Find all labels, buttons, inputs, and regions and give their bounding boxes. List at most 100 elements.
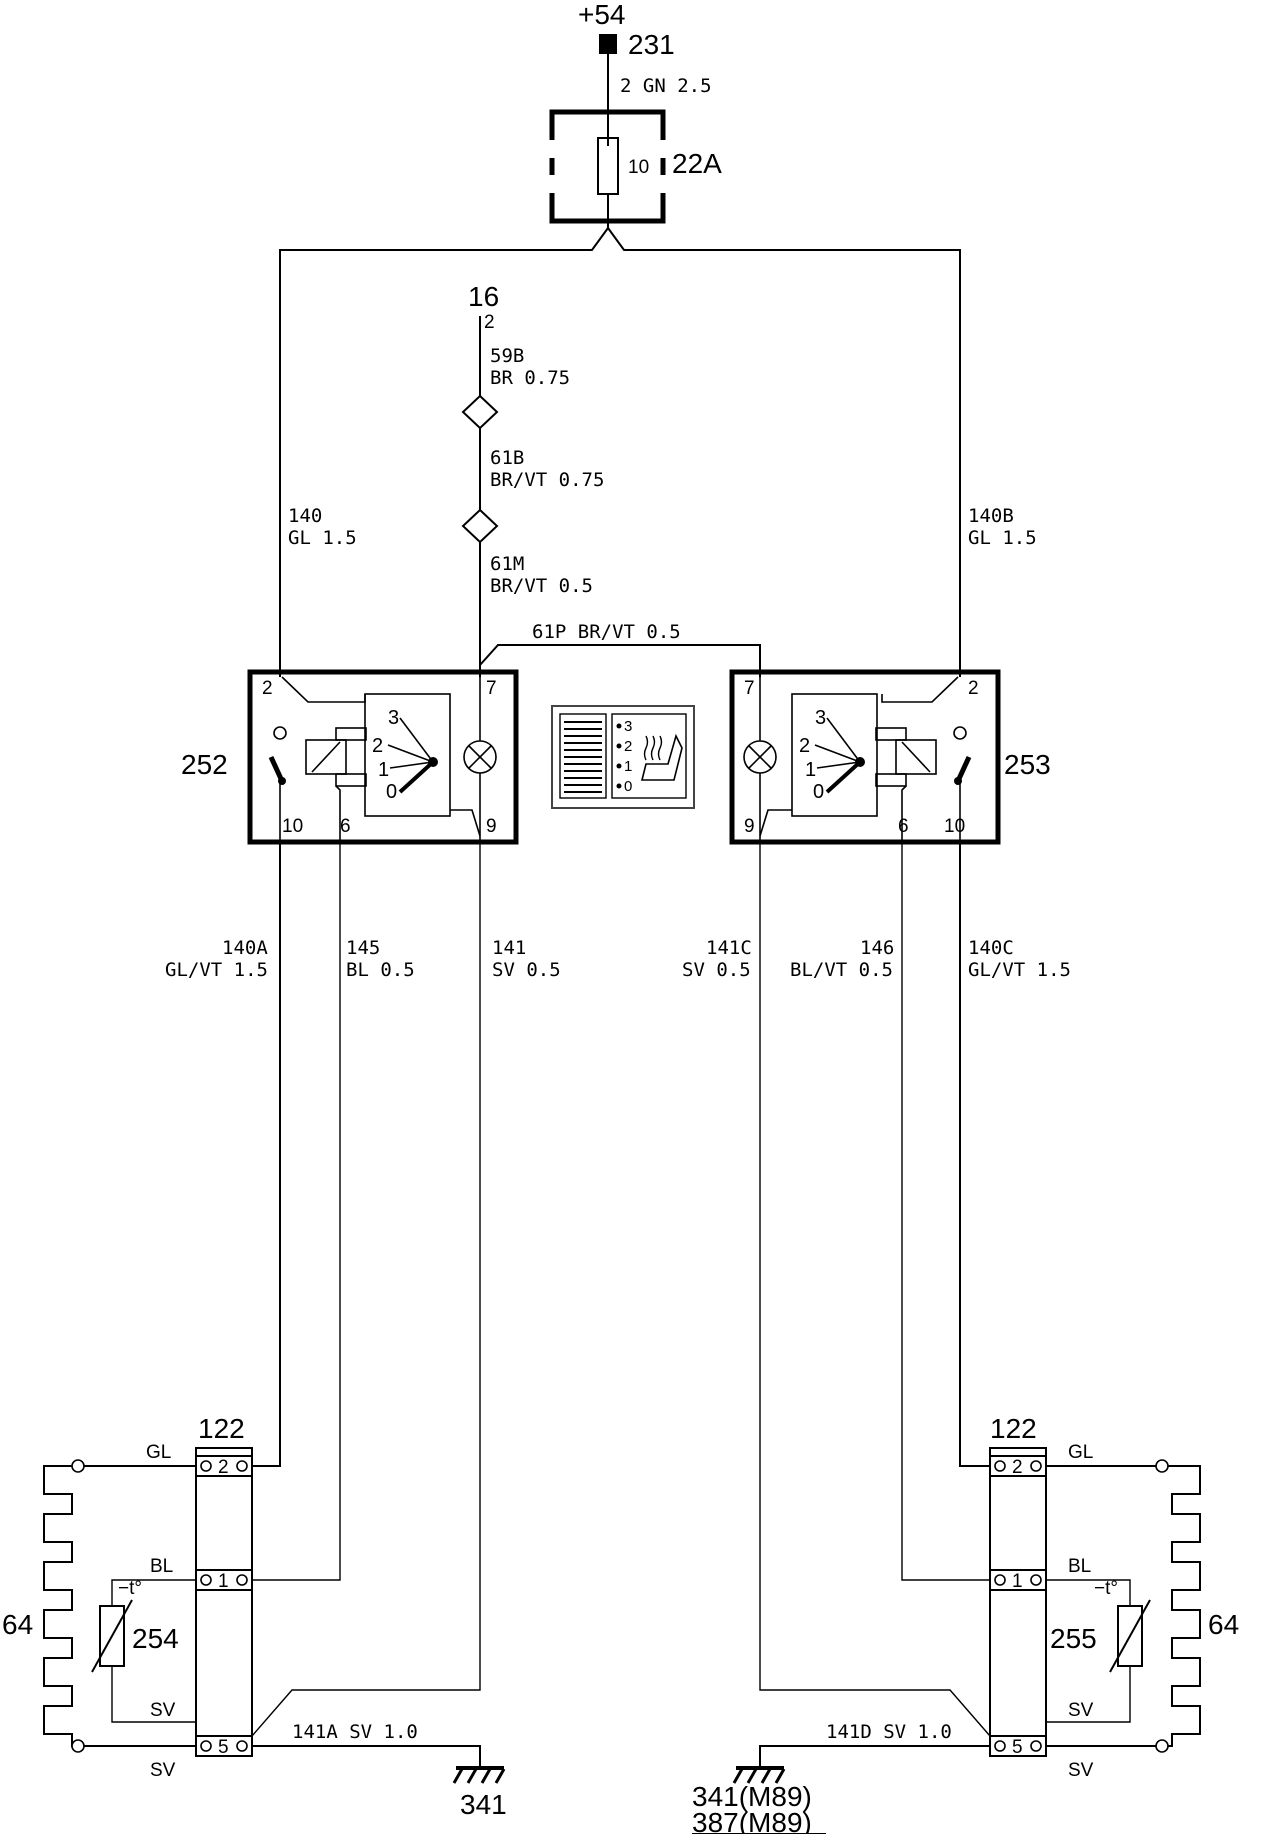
heater-right-element [1164,1465,1201,1747]
switch-252-relay [305,727,367,787]
wire-61b-spec: BR/VT 0.75 [490,469,604,491]
wire-61m-id: 61M [490,553,524,575]
switch-252-pin-6: 6 [340,816,351,837]
wire-140c-spec: GL/VT 1.5 [968,959,1071,981]
switch-252-contact-open [273,726,287,740]
switch-253-housing [729,669,1001,845]
switch-253-rotary [791,693,878,817]
svg-text:0: 0 [624,778,632,795]
wire-141a-label: 141A SV 1.0 [292,1721,418,1743]
switch-253-pin-7: 7 [744,678,755,699]
wire-146-id: 146 [860,937,894,959]
ground-left-label: 341 [460,1789,507,1820]
connector-right-body [989,1447,1047,1757]
switch-253-relay [875,727,937,787]
wire-141d [759,1745,990,1768]
switch-253-pin-9: 9 [744,816,755,837]
wire-140a-spec: GL/VT 1.5 [165,959,268,981]
heater-right-id: 64 [1208,1609,1239,1640]
heater-left-color-bl: BL [150,1556,173,1577]
switch-252-pos-0: 0 [386,781,397,803]
switch-252-pin-9: 9 [486,816,497,837]
seat-heating-icon: 3 2 1 0 [551,705,695,809]
switch-253-id: 253 [1004,749,1051,780]
wire-140b-id: 140B [968,505,1014,527]
switch-252-pos-1: 1 [378,759,389,781]
switch-252-pin-7: 7 [486,678,497,699]
switch-253-lever [955,755,972,783]
splice-diamond-1 [461,394,499,430]
heater-right-color-gl: GL [1068,1442,1093,1463]
supply-node-marker [599,34,617,54]
connector-left-pin-5: 5 [195,1735,253,1758]
heater-right-terminal-bottom [1155,1739,1169,1753]
switch-253-pos-3: 3 [815,707,826,729]
wire-140c-id: 140C [968,937,1014,959]
wire-140a-id: 140A [222,937,268,959]
heater-left-color-gl: GL [146,1442,171,1463]
switch-253-pos-2: 2 [799,735,810,757]
heater-right-terminal-top [1155,1459,1169,1473]
switch-252-lever [268,755,285,783]
heater-right-color-sv-2: SV [1068,1760,1094,1781]
wire-141c-id: 141C [706,937,752,959]
heater-left-terminal-bottom [71,1739,85,1753]
heater-left-element [43,1465,76,1747]
connector-right-pin-5: 5 [989,1735,1047,1758]
fuse-id: 22A [672,148,722,179]
wire-141c [759,842,991,1737]
svg-text:5: 5 [1012,1737,1023,1758]
switch-253-contact-open [953,726,967,740]
wire-61p-label: 61P BR/VT 0.5 [532,621,681,643]
wire-61p [479,644,761,677]
heater-left-terminal-top [71,1459,85,1473]
svg-text:2: 2 [218,1457,229,1478]
sensor-255-temp: −t° [1094,1578,1118,1599]
supply-wire-label: 2 GN 2.5 [620,75,712,97]
wire-140-id: 140 [288,505,322,527]
wire-141c-spec: SV 0.5 [682,959,751,981]
wire-145-spec: BL 0.5 [346,959,415,981]
svg-text:5: 5 [218,1737,229,1758]
switch-253-pos-0: 0 [813,781,824,803]
switch-252-pos-2: 2 [372,735,383,757]
wire-141-id: 141 [492,937,526,959]
switch-252-housing [247,669,519,845]
heater-left-id: 64 [2,1609,33,1640]
ground-symbol-right [732,1766,786,1784]
supply-terminal-label: +54 [578,0,626,30]
wire-146-spec: BL/VT 0.5 [790,959,893,981]
wire-59b-spec: BR 0.75 [490,367,570,389]
wire-145-id: 145 [346,937,380,959]
connector-left-pin-1: 1 [195,1569,253,1592]
svg-text:3: 3 [624,718,632,735]
connector-left-pin-2: 2 [195,1455,253,1478]
connector-right-pin-1: 1 [989,1569,1047,1592]
switch-253-rotor [825,760,862,794]
heater-left-color-sv-1: SV [150,1700,176,1721]
svg-text:2: 2 [1012,1457,1023,1478]
supply-node-label: 231 [628,29,675,60]
svg-text:1: 1 [218,1571,229,1592]
fuse-element [597,137,619,195]
ground-symbol-left [452,1766,506,1784]
fuse-position: 10 [628,157,649,178]
wire-141 [251,842,481,1737]
wire-140b-spec: GL 1.5 [968,527,1037,549]
switch-252-pin-10: 10 [282,816,303,837]
wire-141d-label: 141D SV 1.0 [826,1721,952,1743]
switch-252-rotor [398,760,435,794]
heater-left-color-sv-2: SV [150,1760,176,1781]
wire-141-spec: SV 0.5 [492,959,561,981]
switch-252-pos-3: 3 [388,707,399,729]
connector-right-id: 122 [990,1413,1037,1444]
wire-145 [252,842,341,1581]
wire-140-spec: GL 1.5 [288,527,357,549]
sensor-254-id: 254 [132,1623,179,1654]
connector-left-body [195,1447,253,1757]
wire-140c [959,842,990,1467]
ground-right-label: 341(M89) [692,1781,812,1812]
sensor-254-temp: −t° [118,1578,142,1599]
svg-text:2: 2 [624,738,632,755]
